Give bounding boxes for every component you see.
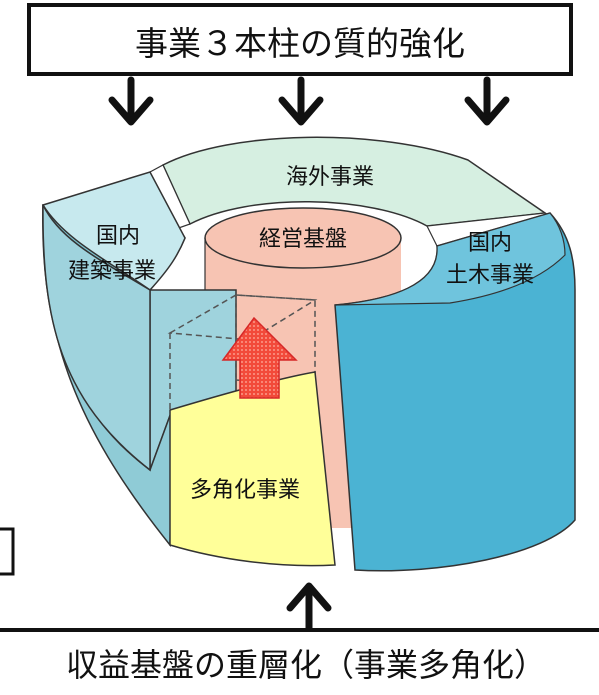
segment-domestic-civil-line1: 国内 <box>468 231 512 256</box>
segment-diversified-label: 多角化事業 <box>190 478 300 503</box>
down-arrow-center-icon <box>278 76 324 126</box>
top-title-box: 事業３本柱の質的強化 <box>27 3 573 76</box>
segment-domestic-building: 国内 建築事業 <box>41 171 237 548</box>
segment-diversified: 多角化事業 <box>169 371 336 567</box>
segment-overseas-label: 海外事業 <box>286 165 374 190</box>
left-bracket-fragment <box>0 527 15 576</box>
down-arrow-right-icon <box>464 76 510 126</box>
segment-domestic-civil-line2: 土木事業 <box>446 263 534 288</box>
bottom-title-label: 収益基盤の重層化（事業多角化） <box>66 646 546 684</box>
growth-arrow-icon <box>221 316 298 399</box>
top-title-label: 事業３本柱の質的強化 <box>135 24 465 63</box>
segment-overseas: 海外事業 <box>162 136 548 227</box>
segment-domestic-building-line1: 国内 <box>96 224 140 249</box>
up-arrow-icon <box>286 582 332 638</box>
segment-domestic-civil: 国内 土木事業 <box>334 212 576 572</box>
segment-domestic-building-line2: 建築事業 <box>68 259 156 284</box>
core-label: 経営基盤 <box>259 227 347 252</box>
down-arrow-left-icon <box>108 76 154 126</box>
bottom-title-box: 収益基盤の重層化（事業多角化） <box>0 628 599 695</box>
down-arrows <box>108 76 510 126</box>
